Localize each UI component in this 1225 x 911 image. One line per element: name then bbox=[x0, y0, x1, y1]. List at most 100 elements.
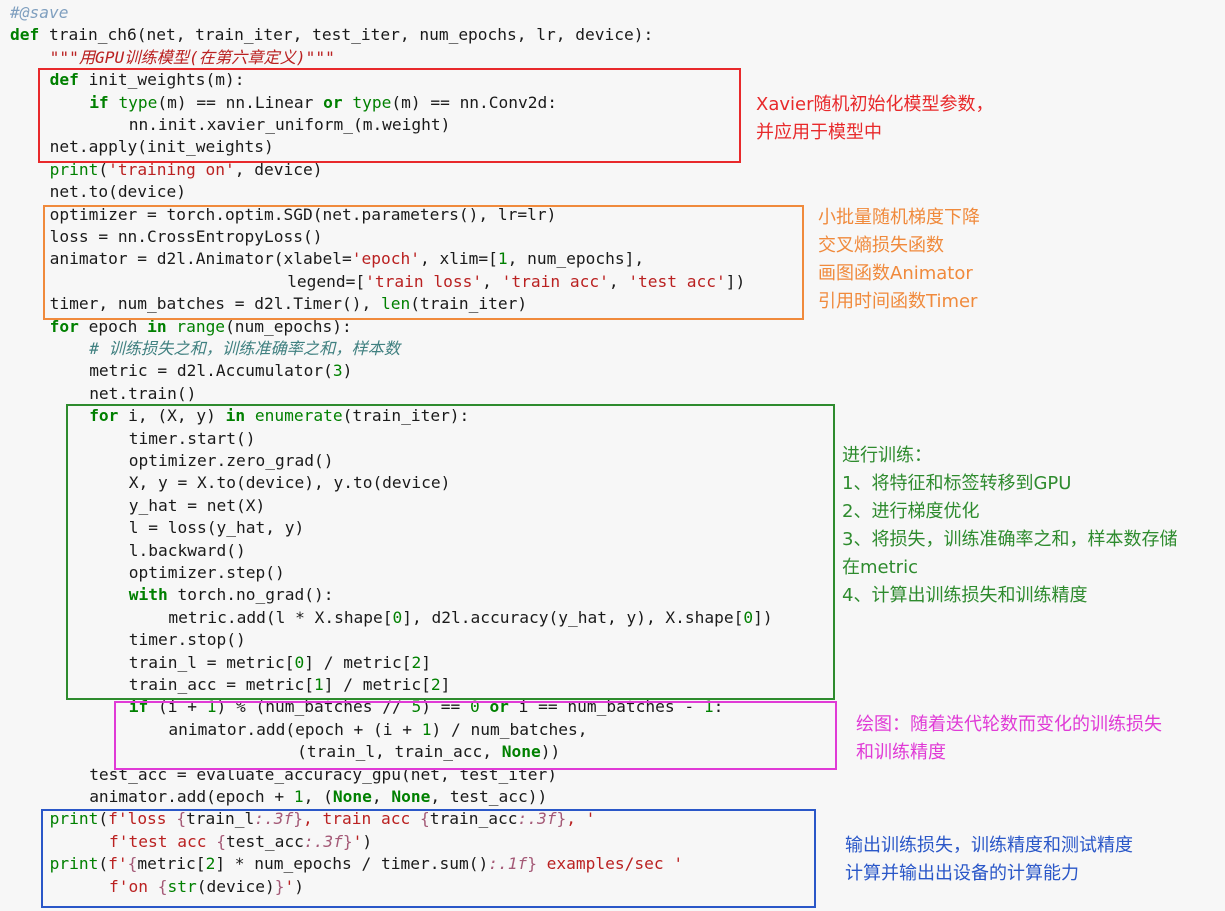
code-token: :.3f bbox=[254, 809, 294, 829]
optimizer-setup-box bbox=[43, 205, 804, 320]
code-line: if type(m) == nn.Linear or type(m) == nn… bbox=[89, 92, 557, 114]
code-token: )) bbox=[540, 742, 561, 762]
code-token: type bbox=[118, 92, 158, 112]
code-token: (train_iter) bbox=[410, 294, 528, 314]
annotation-output: 输出训练损失，训练精度和测试精度 计算并输出出设备的计算能力 bbox=[845, 835, 1133, 884]
code-token: or bbox=[323, 92, 343, 112]
code-token: 2 bbox=[205, 854, 216, 874]
code-token: l = loss(y_hat, y) bbox=[128, 518, 305, 538]
code-line: f'test acc {test_acc:.3f}') bbox=[109, 831, 372, 853]
code-line: optimizer = torch.optim.SGD(net.paramete… bbox=[50, 204, 557, 226]
code-token: with bbox=[128, 585, 168, 605]
code-line: legend=['train loss', 'train acc', 'test… bbox=[287, 271, 745, 293]
code-token: :.3f bbox=[517, 809, 557, 829]
code-token: train_l bbox=[186, 809, 255, 829]
code-token: ], d2l.accuracy(y_hat, y), X.shape[ bbox=[402, 607, 744, 627]
code-line: net.train() bbox=[89, 383, 196, 405]
code-token: init_weights(m): bbox=[78, 70, 245, 90]
code-token: timer, num_batches = d2l.Timer(), bbox=[49, 294, 381, 314]
code-line: animator.add(epoch + 1, (None, None, tes… bbox=[89, 786, 547, 808]
code-token: ( bbox=[98, 809, 109, 829]
code-token: 0 bbox=[743, 607, 754, 627]
code-line: metric = d2l.Accumulator(3) bbox=[89, 360, 352, 382]
code-token: 'train loss' bbox=[365, 271, 483, 291]
code-token: ) bbox=[362, 831, 373, 851]
code-token: ' bbox=[352, 831, 363, 851]
code-token: , bbox=[608, 271, 629, 291]
code-token: enumerate bbox=[254, 406, 343, 426]
code-token: , xlim=[ bbox=[419, 249, 498, 269]
code-line: y_hat = net(X) bbox=[129, 495, 265, 517]
code-line: net.apply(init_weights) bbox=[50, 136, 274, 158]
code-token: 2 bbox=[430, 675, 441, 694]
code-token: ] bbox=[440, 675, 451, 694]
code-line: for epoch in range(num_epochs): bbox=[50, 316, 352, 338]
code-token: """用GPU训练模型(在第六章定义)""" bbox=[49, 47, 335, 67]
code-token: X, y = X.to(device), y.to(device) bbox=[128, 473, 451, 493]
code-token: #@save bbox=[10, 3, 69, 22]
code-token: loss = nn.CrossEntropyLoss() bbox=[49, 227, 323, 246]
code-token: } bbox=[527, 854, 537, 874]
code-token: 1 bbox=[497, 249, 508, 269]
code-token: 'training on' bbox=[108, 159, 235, 179]
code-token: net.to(device) bbox=[49, 182, 187, 202]
code-token: print bbox=[49, 809, 99, 829]
code-token: , ( bbox=[303, 787, 333, 806]
code-line: print(f'{metric[2] * num_epochs / timer.… bbox=[50, 853, 684, 875]
code-token: 3 bbox=[332, 361, 343, 381]
code-token: animator.add(epoch + (i + bbox=[168, 719, 422, 739]
code-token: train_acc bbox=[429, 809, 518, 829]
output-box bbox=[41, 809, 816, 908]
annotation-optimizer-setup: 小批量随机梯度下降 交叉熵损失函数 画图函数Animator 引用时间函数Tim… bbox=[818, 207, 980, 312]
code-token: ) bbox=[294, 876, 304, 896]
code-token: 1 bbox=[703, 697, 714, 717]
code-token: examples/sec ' bbox=[536, 854, 684, 874]
code-token: { bbox=[157, 876, 168, 896]
code-token: (train_iter): bbox=[342, 406, 470, 426]
code-token: (m) == nn.Linear bbox=[157, 92, 324, 112]
plotting-box bbox=[114, 701, 837, 770]
code-line: def train_ch6(net, train_iter, test_iter… bbox=[10, 24, 653, 46]
code-line: animator.add(epoch + (i + 1) / num_batch… bbox=[168, 719, 587, 741]
code-line: l.backward() bbox=[129, 540, 246, 562]
code-token: ) bbox=[342, 361, 353, 381]
code-token: train_l = metric[ bbox=[128, 652, 295, 672]
code-token: 'epoch' bbox=[351, 249, 420, 269]
code-line: # 训练损失之和，训练准确率之和，样本数 bbox=[89, 338, 400, 360]
code-token: timer.start() bbox=[128, 428, 256, 448]
code-token: 1 bbox=[313, 675, 324, 694]
code-token: print bbox=[49, 854, 99, 874]
code-line: optimizer.zero_grad() bbox=[129, 450, 334, 472]
code-token: test_acc bbox=[225, 831, 304, 851]
code-line: net.to(device) bbox=[50, 181, 186, 203]
code-token: optimizer = torch.optim.SGD(net.paramete… bbox=[49, 204, 557, 224]
code-token: timer.stop() bbox=[128, 630, 246, 650]
code-token: 'test acc' bbox=[628, 271, 726, 291]
code-token: , device) bbox=[234, 159, 323, 179]
code-token: , ' bbox=[566, 809, 596, 829]
code-token: animator.add(epoch + bbox=[89, 787, 294, 806]
code-token: { bbox=[216, 831, 226, 851]
code-token: } bbox=[274, 876, 285, 896]
code-token: None bbox=[332, 787, 372, 806]
training-loop-box bbox=[66, 404, 835, 700]
code-token: if bbox=[89, 92, 109, 112]
code-line: #@save bbox=[10, 2, 68, 24]
code-token: optimizer.zero_grad() bbox=[128, 451, 334, 470]
code-token: None bbox=[391, 787, 431, 806]
code-token: , train acc bbox=[303, 809, 420, 829]
code-token: metric[ bbox=[137, 854, 206, 874]
code-line: def init_weights(m): bbox=[50, 69, 245, 91]
code-token: train_ch6(net, train_iter, test_iter, nu… bbox=[39, 25, 654, 45]
code-token: , test_acc)) bbox=[430, 787, 548, 806]
code-token: } bbox=[342, 831, 353, 851]
code-line: f'on {str(device)}') bbox=[109, 876, 304, 898]
code-token: epoch bbox=[78, 316, 148, 336]
code-token: 1 bbox=[421, 719, 432, 739]
code-token: y_hat = net(X) bbox=[128, 495, 266, 515]
code-token: ] / metric[ bbox=[304, 652, 412, 672]
code-token: ] / metric[ bbox=[323, 675, 431, 694]
code-token: 0 bbox=[392, 607, 403, 627]
code-token: ] bbox=[421, 652, 431, 672]
code-token: metric.add(l * X.shape[ bbox=[168, 607, 393, 627]
